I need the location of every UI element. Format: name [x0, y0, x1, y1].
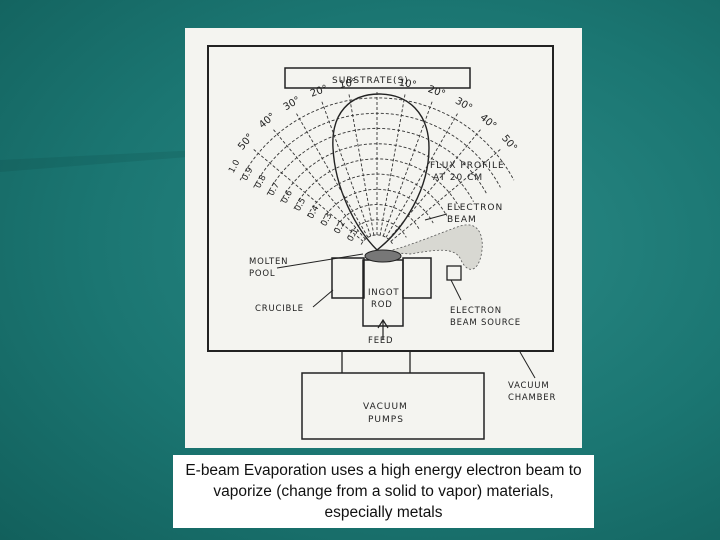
caption-text: E-beam Evaporation uses a high energy el…	[185, 462, 582, 521]
flux-grid-radial	[382, 101, 433, 237]
molten-pool-label-2: POOL	[249, 269, 275, 279]
flux-scale-label: 0.2	[333, 219, 348, 236]
background-streak	[0, 150, 200, 172]
crucible-left	[331, 257, 365, 299]
vacuum-pumps-label-2: PUMPS	[368, 415, 404, 425]
molten-pool-label-1: MOLTEN	[249, 257, 288, 267]
flux-scale-label: 0.5	[293, 196, 308, 213]
vacuum-chamber-pointer	[519, 351, 536, 379]
flux-grid-radial	[273, 129, 366, 240]
ingot-rod-label-1: INGOT	[368, 288, 399, 298]
flux-grid-radial	[390, 149, 501, 242]
flux-scale-label: 0.7	[267, 181, 282, 198]
flux-grid-radial	[253, 149, 364, 242]
flux-scale-label: 0.6	[280, 189, 295, 206]
beam-source-pointer	[450, 279, 462, 301]
electron-beam-label-1: ELECTRON	[447, 203, 503, 213]
flux-scale-label: 0.8	[254, 173, 269, 190]
substrate-plate	[284, 67, 471, 89]
molten-pool-pointer	[276, 253, 364, 269]
electron-beam-pointer	[424, 213, 448, 221]
angle-label: 10°	[398, 77, 417, 91]
angle-label: 30°	[453, 96, 474, 114]
angle-label: 40°	[257, 111, 278, 131]
angle-label: 40°	[478, 112, 499, 132]
angle-label: 30°	[282, 95, 303, 113]
vacuum-chamber-label-1: VACUUM	[508, 381, 549, 391]
angle-label: 20°	[426, 84, 446, 100]
flux-grid-radial	[385, 113, 458, 238]
angle-label: 10°	[338, 77, 357, 91]
vacuum-pumps-label-1: VACUUM	[363, 402, 408, 412]
flux-scale-label: 0.3	[319, 212, 334, 229]
flux-grid-radial	[388, 129, 481, 240]
crucible-pointer	[312, 289, 334, 308]
flux-grid-radial	[321, 101, 372, 237]
flux-scale-label: 1.0	[227, 158, 242, 175]
flux-scale-label: 0.4	[306, 204, 321, 221]
feed-label: FEED	[368, 336, 393, 346]
flux-grid-radial	[348, 94, 375, 236]
flux-scale-label: 0.1	[346, 227, 361, 244]
crucible-right	[402, 257, 432, 299]
vacuum-chamber-wall	[207, 45, 554, 352]
flux-grid-arc	[266, 128, 488, 195]
electron-beam-path	[384, 224, 483, 270]
e-beam-evaporation-diagram: SUBSTRATE(S) 10°10°20°20°30°30°40°40°50°…	[207, 45, 556, 440]
angle-label: 50°	[499, 133, 519, 154]
flux-grid-radial	[379, 94, 406, 236]
ingot-rod-label-2: ROD	[371, 300, 393, 310]
angle-label: 50°	[236, 132, 256, 153]
ingot-arrow	[377, 318, 389, 340]
substrate-label: SUBSTRATE(S)	[332, 76, 409, 86]
beam-source-label-1: ELECTRON	[450, 306, 502, 316]
beam-source-label-2: BEAM SOURCE	[450, 318, 521, 328]
crucible-label: CRUCIBLE	[255, 304, 304, 314]
flux-grid-radial	[296, 113, 369, 238]
vacuum-pump-box	[301, 372, 485, 440]
beam-source-box	[446, 265, 462, 281]
vacuum-chamber-label-2: CHAMBER	[508, 393, 556, 403]
flux-scale-label: 0.9	[240, 166, 255, 183]
flux-grid	[239, 92, 515, 245]
caption-box: E-beam Evaporation uses a high energy el…	[173, 455, 594, 528]
molten-pool	[364, 249, 402, 263]
diagram-panel: SUBSTRATE(S) 10°10°20°20°30°30°40°40°50°…	[185, 28, 582, 448]
flux-profile-lobe	[332, 93, 430, 251]
flux-grid-arc	[280, 143, 474, 202]
flux-profile-label-1: FLUX PROFILE	[430, 161, 505, 171]
flux-profile-label-2: AT 20 CM	[433, 173, 483, 183]
angle-label: 20°	[309, 83, 329, 99]
electron-beam-label-2: BEAM	[447, 215, 477, 225]
